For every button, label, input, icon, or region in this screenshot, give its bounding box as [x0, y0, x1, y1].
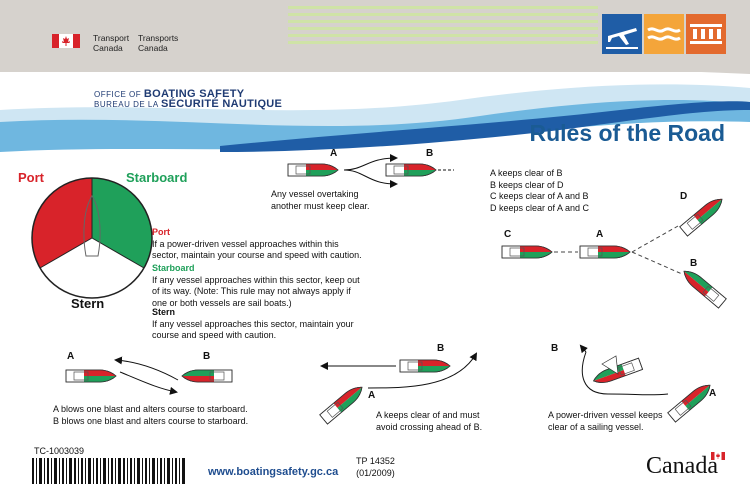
country-fr: Canada	[138, 43, 168, 53]
stern-sector-label: Stern	[71, 296, 105, 311]
office-en-name: BOATING SAFETY	[143, 88, 245, 100]
rule-port: Port If a power-driven vessel approaches…	[152, 227, 362, 262]
headon-caption: A blows one blast and alters course to s…	[53, 404, 248, 427]
headon-caption-line1: A blows one blast and alters course to s…	[53, 404, 248, 414]
priority-label-b: B	[690, 258, 698, 269]
canada-wordmark: Canada	[646, 453, 718, 479]
boat-a-priority-icon	[579, 245, 631, 259]
boat-a-headon-icon	[65, 369, 117, 383]
overtaking-caption: Any vessel overtaking another must keep …	[271, 189, 370, 212]
rule-stern: Stern If any vessel approaches this sect…	[152, 307, 362, 342]
overtaking-label-a: A	[330, 148, 338, 159]
rule-starboard: Starboard If any vessel approaches withi…	[152, 263, 367, 309]
overtaking-caption-line2: another must keep clear.	[271, 200, 370, 211]
website-link[interactable]: www.boatingsafety.gc.ca	[208, 466, 339, 478]
head-on-diagram	[65, 356, 233, 395]
priority-line-1: A keeps clear of B	[490, 168, 563, 178]
boat-a-crossing-icon	[319, 382, 367, 425]
crossing-label-b: B	[437, 343, 445, 354]
headon-label-b: B	[203, 351, 211, 362]
office-fr-name: SÉCURITÉ NAUTIQUE	[160, 98, 283, 110]
crossing-label-a: A	[368, 390, 376, 401]
country-en: Canada	[93, 43, 123, 53]
sail-icon	[601, 355, 619, 375]
priority-label-a: A	[596, 229, 604, 240]
rule-stern-text: If any vessel approaches this sector, ma…	[152, 318, 354, 341]
port-sector-label: Port	[18, 170, 44, 185]
overtaking-label-b: B	[426, 148, 434, 159]
sailing-diagram	[579, 344, 715, 423]
wordmark-flag-icon	[711, 452, 725, 460]
priority-line-4: D keeps clear of A and C	[490, 202, 590, 213]
gov-name-french: Transports Canada	[138, 33, 178, 53]
air-mode-icon	[602, 14, 642, 54]
boat-b-crossing-icon	[399, 359, 451, 373]
port-sector	[31, 177, 92, 268]
tp-code: TP 14352	[356, 456, 395, 466]
starboard-sector	[92, 177, 153, 268]
boat-b-priority-icon	[679, 266, 727, 309]
header-stripes	[288, 6, 598, 44]
sailing-caption-line1: A power-driven vessel keeps	[548, 410, 663, 420]
headon-caption-line2: B blows one blast and alters course to s…	[53, 415, 249, 426]
barcode-icon	[32, 458, 185, 484]
headon-label-a: A	[67, 351, 75, 362]
boat-a-sailing-icon	[667, 380, 715, 423]
rule-starboard-heading: Starboard	[152, 263, 195, 273]
tp-date: (01/2009)	[356, 467, 395, 478]
wave-decoration	[0, 60, 750, 152]
office-title-english: OFFICE OF BOATING SAFETY	[94, 88, 244, 100]
crossing-caption-line2: avoid crossing ahead of B.	[376, 421, 483, 432]
sailing-label-a: A	[709, 388, 717, 399]
boat-a-icon	[287, 163, 339, 177]
canada-flag-icon	[52, 34, 80, 48]
page-title: Rules of the Road	[529, 120, 725, 146]
priority-line-3: C keeps clear of A and B	[490, 191, 589, 201]
dept-en: Transport	[93, 33, 130, 43]
overtaking-caption-line1: Any vessel overtaking	[271, 189, 359, 199]
boat-b-icon	[385, 163, 437, 177]
priority-list: A keeps clear of B B keeps clear of D C …	[490, 168, 589, 214]
marine-mode-icon	[644, 14, 684, 54]
rule-stern-heading: Stern	[152, 307, 176, 317]
boat-outline-icon	[83, 195, 101, 257]
rule-port-text: If a power-driven vessel approaches with…	[152, 238, 362, 261]
tp-number: TP 14352 (01/2009)	[356, 456, 395, 479]
priority-line-2: B keeps clear of D	[490, 179, 564, 190]
starboard-sector-label: Starboard	[126, 170, 188, 185]
boat-b-headon-icon	[181, 369, 233, 383]
sector-diagram	[31, 177, 153, 299]
priority-diagram	[501, 194, 727, 309]
crossing-diagram	[319, 352, 478, 425]
sailing-caption-line2: clear of a sailing vessel.	[548, 421, 644, 432]
office-title-french: BUREAU DE LA SÉCURITÉ NAUTIQUE	[94, 98, 282, 110]
boat-c-icon	[501, 245, 553, 259]
priority-label-d: D	[680, 191, 688, 202]
sailing-caption: A power-driven vessel keeps clear of a s…	[548, 410, 663, 433]
overtaking-diagram	[287, 154, 454, 188]
rule-port-heading: Port	[152, 227, 170, 237]
gov-name-english: Transport Canada	[93, 33, 129, 53]
footer-code: TC-1003039	[34, 446, 85, 456]
priority-label-c: C	[504, 229, 512, 240]
office-en-prefix: OFFICE OF	[94, 90, 144, 99]
rail-mode-icon	[686, 14, 726, 54]
rule-starboard-text: If any vessel approaches within this sec…	[152, 274, 360, 308]
sailing-label-b: B	[551, 343, 559, 354]
crossing-caption-line1: A keeps clear of and must	[376, 410, 480, 420]
office-fr-prefix: BUREAU DE LA	[94, 100, 161, 109]
dept-fr: Transports	[138, 33, 179, 43]
crossing-caption: A keeps clear of and must avoid crossing…	[376, 410, 482, 433]
